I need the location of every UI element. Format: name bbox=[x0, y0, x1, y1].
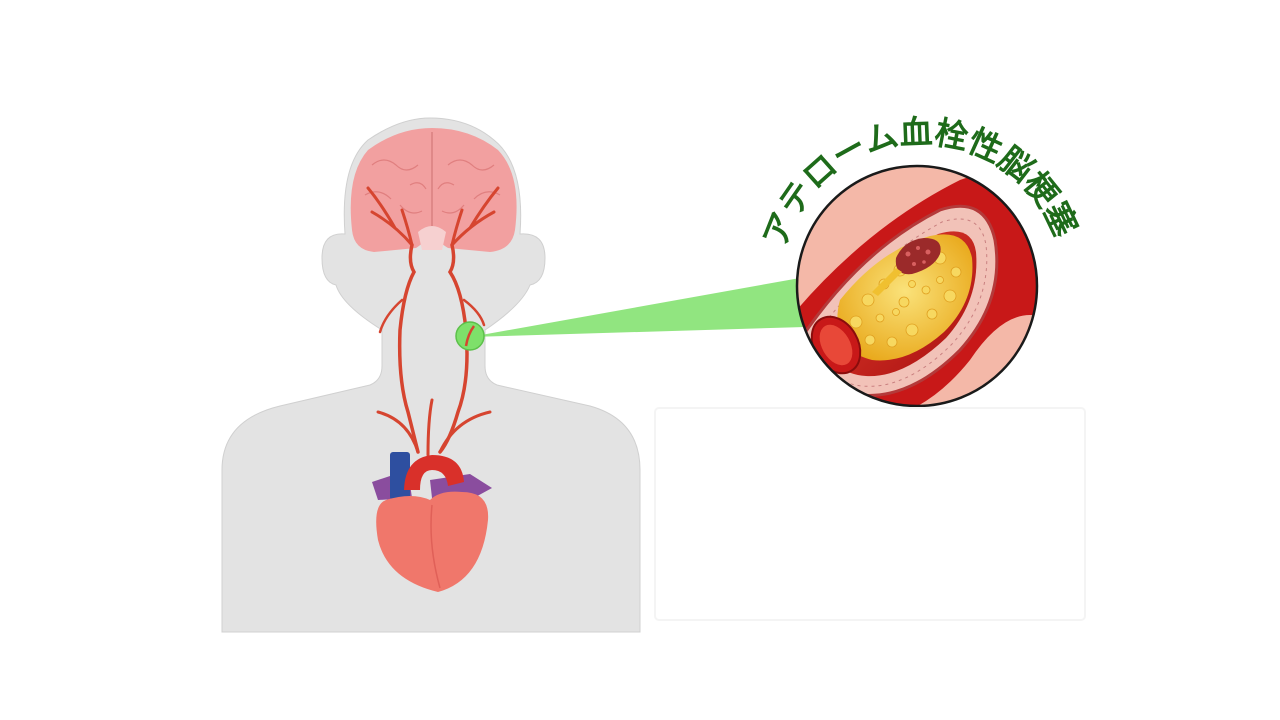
brain-folds bbox=[364, 159, 501, 214]
left-subclavian bbox=[376, 410, 420, 454]
common-carotid-trunk bbox=[426, 398, 434, 457]
heart-septum bbox=[430, 504, 441, 589]
left-external-carotid bbox=[378, 298, 404, 334]
heart bbox=[372, 452, 492, 592]
carotid-highlight-marker bbox=[455, 321, 485, 351]
faint-panel bbox=[654, 407, 1086, 621]
vessel-opening-inner bbox=[819, 324, 853, 366]
carotid-in-marker bbox=[464, 325, 476, 347]
brain-stem bbox=[418, 226, 446, 250]
callout-connector bbox=[455, 278, 805, 351]
brain bbox=[350, 128, 517, 252]
thrombus-texture bbox=[905, 246, 931, 266]
right-external-carotid bbox=[462, 298, 486, 327]
plaque-stalk bbox=[872, 268, 902, 296]
cerebral-artery-right bbox=[450, 186, 500, 247]
aortic-arch bbox=[404, 455, 464, 490]
thrombus bbox=[895, 238, 941, 275]
right-subclavian bbox=[438, 410, 492, 454]
closeup-border bbox=[795, 164, 1039, 408]
left-carotid-artery bbox=[397, 243, 420, 454]
highlight-beam bbox=[470, 278, 805, 337]
cerebral-artery-left bbox=[366, 186, 414, 247]
artery-closeup bbox=[795, 164, 1039, 408]
vessel-wall-texture bbox=[811, 218, 988, 387]
